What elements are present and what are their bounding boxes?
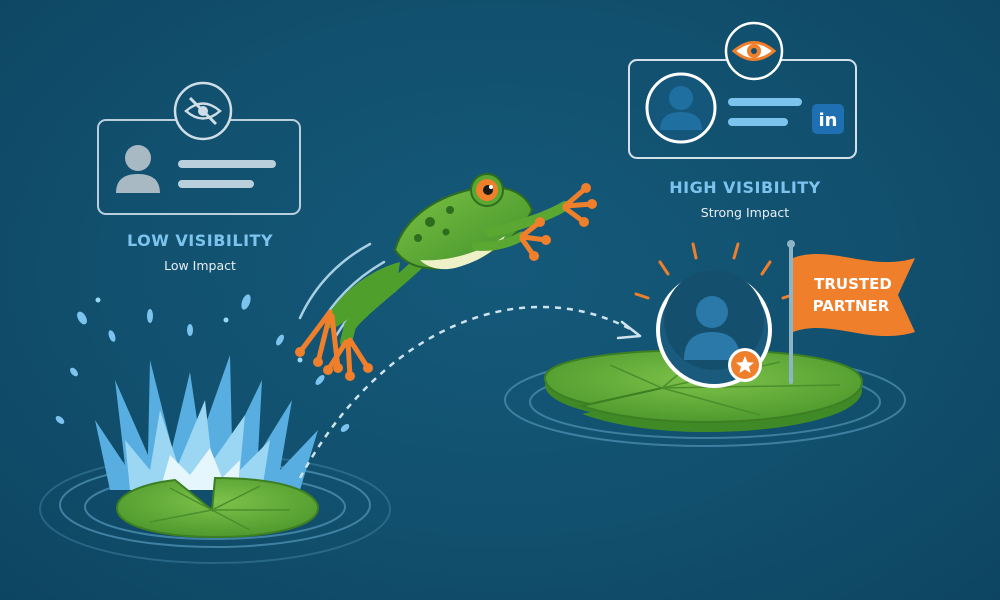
eye-slash-icon — [173, 81, 233, 141]
low-visibility-title: LOW VISIBILITY — [126, 231, 274, 250]
eye-icon — [724, 21, 784, 81]
flag-line-2: PARTNER — [813, 297, 890, 315]
water-splash — [55, 294, 350, 490]
linkedin-logo-text: in — [819, 110, 838, 131]
avatar-head — [125, 145, 151, 171]
card-line — [178, 160, 276, 168]
low-impact-subtitle: Low Impact — [164, 258, 236, 273]
flag-line-1: TRUSTED — [814, 275, 892, 293]
card-line — [178, 180, 254, 188]
jump-trajectory — [298, 305, 642, 479]
avatar-head — [669, 86, 693, 110]
frog — [295, 173, 597, 381]
avatar-body — [660, 112, 702, 130]
lily-pad-right — [543, 348, 864, 432]
low-visibility-label: LOW VISIBILITY Low Impact — [110, 231, 290, 273]
avatar-body — [116, 174, 160, 193]
card-line — [728, 118, 788, 126]
star-badge-icon — [728, 348, 762, 382]
trusted-partner-flag: TRUSTED PARTNER — [787, 240, 915, 384]
high-visibility-label: HIGH VISIBILITY Strong Impact — [640, 178, 850, 220]
high-visibility-card: in — [628, 21, 857, 159]
lily-pad-left — [115, 476, 320, 539]
linkedin-icon: in — [812, 104, 844, 134]
high-visibility-title: HIGH VISIBILITY — [669, 178, 821, 197]
low-visibility-card — [97, 81, 301, 215]
strong-impact-subtitle: Strong Impact — [700, 205, 790, 220]
card-line — [728, 98, 802, 106]
